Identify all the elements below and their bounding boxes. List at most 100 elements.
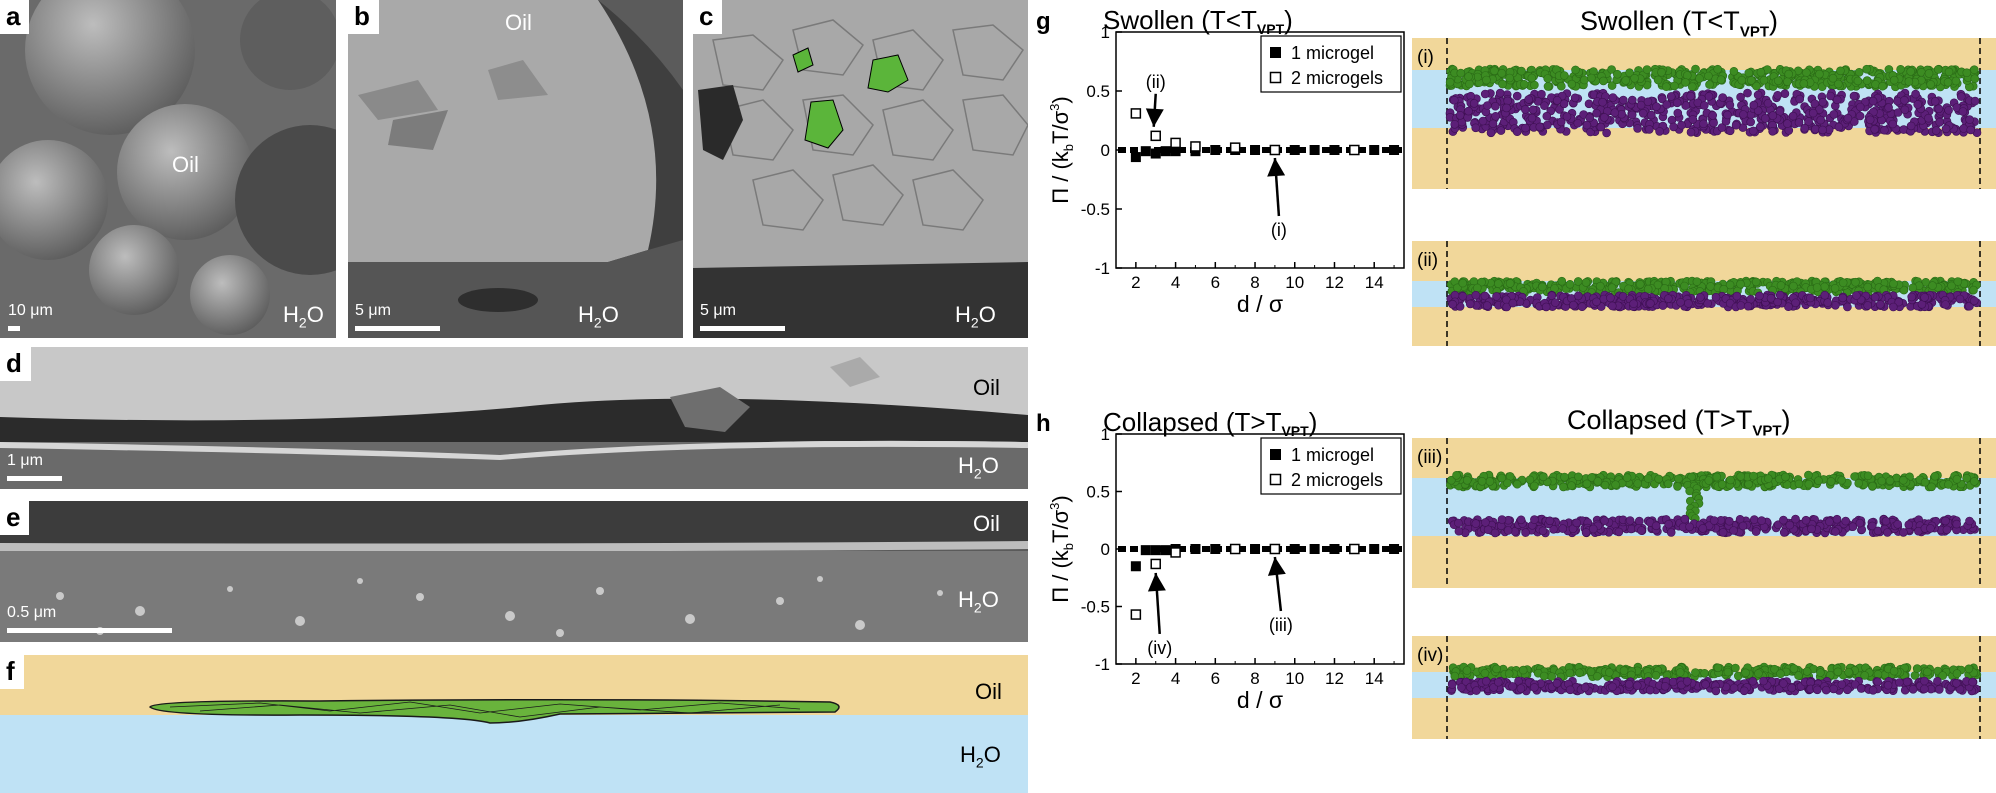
panel-a-micrograph [0, 0, 336, 338]
panel-d-sem-image: d Oil H2O 1 μm [0, 347, 1028, 489]
chart-g-ytick-label: 1 [1101, 23, 1110, 42]
panel-d-micrograph [0, 347, 1028, 489]
chart-h-point-1-microgel [1140, 545, 1151, 556]
chart-h-point-2-microgels [1269, 543, 1281, 555]
panel-b-micrograph [348, 0, 683, 338]
sim-top-title: Swollen (T<TVPT) [1580, 6, 1778, 41]
chart-h-xtick-label: 14 [1365, 669, 1384, 688]
chart-h-ylabel: Π / (kbT/σ3) [1047, 495, 1076, 603]
chart-g-xtick-label: 2 [1131, 273, 1140, 292]
chart-g-annotation-label: (i) [1271, 220, 1287, 240]
panel-b-oil-text: Oil [505, 10, 532, 35]
chart-h-xtick-label: 6 [1211, 669, 1220, 688]
chart-h-point-1-microgel [1289, 544, 1300, 554]
chart-h-legend-label-1: 1 microgel [1291, 445, 1374, 465]
chart-g-point-1-microgel [1140, 146, 1151, 157]
chart-h-point-1-microgel [1130, 561, 1141, 572]
panel-b-scalebar [355, 326, 440, 331]
panel-d-label: d [0, 347, 31, 381]
chart-h-xtick-label: 2 [1131, 669, 1140, 688]
chart-g-xtick-label: 6 [1211, 273, 1220, 292]
chart-g-point-1-microgel [1250, 145, 1261, 155]
chart-h-point-2-microgels [1349, 543, 1360, 555]
sim-iii-label: (iii) [1417, 447, 1442, 468]
chart-g-point-2-microgels [1150, 130, 1161, 142]
sim-iv-purple-microgel [1447, 676, 1981, 696]
chart-g-point-1-microgel [1369, 145, 1380, 155]
chart-g-point-2-microgels [1349, 144, 1360, 156]
chart-g-point-1-microgel [1210, 145, 1221, 155]
chart-g-ytick-label: -1 [1095, 259, 1110, 278]
panel-f-water-text: H2O [960, 742, 1001, 771]
sim-i-green-microgel [1445, 64, 1980, 92]
chart-h-point-1-microgel [1369, 544, 1380, 554]
chart-g-point-2-microgels [1170, 137, 1181, 149]
sim-iv-green-microgel [1448, 662, 1982, 682]
panel-b-sem-image: b Oil H2O 5 μm [348, 0, 683, 338]
sim-ii-label: (ii) [1417, 250, 1438, 271]
chart-g-point-1-microgel [1160, 146, 1171, 157]
chart-g-point-2-microgels [1269, 144, 1281, 156]
chart-h-point-1-microgel [1309, 544, 1320, 554]
panel-d-oil-text: Oil [973, 375, 1000, 400]
sim-bottom-title: Collapsed (T>TVPT) [1567, 405, 1791, 440]
chart-h-annotation-label: (iii) [1269, 615, 1293, 635]
chart-g-point-1-microgel [1389, 145, 1400, 155]
chart-g-point-2-microgels [1130, 108, 1142, 119]
panel-f-drawing [0, 655, 1028, 793]
panel-f-oil-text: Oil [975, 679, 1002, 704]
chart-h-panel-label: h [1036, 410, 1051, 437]
chart-g-point-2-microgels [1190, 141, 1201, 152]
chart-h-point-1-microgel [1190, 544, 1201, 554]
chart-h-point-2-microgels [1150, 558, 1161, 570]
sim-snapshot-ii: (ii) [1412, 241, 1996, 346]
chart-g-annotation-arrowhead [1145, 108, 1164, 127]
chart-h-point-2-microgels [1170, 547, 1181, 558]
chart-g-xtick-label: 14 [1365, 273, 1384, 292]
chart-h-point-1-microgel [1389, 544, 1400, 554]
panel-b-water-text: H2O [578, 302, 619, 331]
panel-c-water-text: H2O [955, 302, 996, 331]
sim-i-purple-microgel [1445, 88, 1982, 138]
panel-e-oil-text: Oil [973, 511, 1000, 536]
chart-h-point-1-microgel [1250, 544, 1261, 554]
chart-g-legend-marker-2 [1269, 71, 1282, 84]
chart-h-point-1-microgel [1150, 545, 1161, 556]
chart-h-point-2-microgels [1229, 543, 1241, 555]
panel-a-sem-image: a Oil H2O 10 μm [0, 0, 336, 338]
chart-g-point-2-microgels [1229, 142, 1241, 153]
chart-g-point-1-microgel [1289, 145, 1300, 155]
chart-g-point-1-microgel [1150, 148, 1161, 159]
chart-h-ytick-label: 0 [1101, 540, 1110, 559]
panel-f-schematic: f Oil H2O [0, 655, 1028, 793]
chart-g-ytick-label: -0.5 [1081, 200, 1110, 219]
chart-g-legend-label-1: 1 microgel [1291, 43, 1374, 63]
chart-g-xtick-label: 12 [1325, 273, 1344, 292]
chart-g-xtick-label: 4 [1171, 273, 1180, 292]
chart-h-legend-marker-2 [1269, 473, 1282, 486]
panel-c-label: c [693, 0, 723, 34]
panel-c-scale-label: 5 μm [700, 302, 736, 319]
chart-h-legend-label-2: 2 microgels [1291, 470, 1383, 490]
chart-g-xtick-label: 10 [1285, 273, 1304, 292]
panel-c-sem-image: c H2O 5 μm [693, 0, 1028, 338]
panel-c-scalebar [700, 326, 785, 331]
chart-h-annotation-arrowhead [1267, 557, 1286, 576]
chart-h-annotation-arrowhead [1147, 572, 1166, 592]
chart-h-ytick-label: 0.5 [1086, 483, 1110, 502]
chart-g-legend-marker-1 [1270, 47, 1281, 58]
chart-g-annotation-label: (ii) [1146, 72, 1166, 92]
chart-g-point-1-microgel [1309, 145, 1320, 155]
chart-g-xlabel: d / σ [1237, 291, 1283, 317]
chart-g-xtick-label: 8 [1250, 273, 1259, 292]
chart-h-title: Collapsed (T>TVPT) [1103, 407, 1317, 439]
chart-h-annotation-label: (iv) [1147, 638, 1172, 658]
panel-b-scale-label: 5 μm [355, 302, 391, 319]
chart-h-xtick-label: 4 [1171, 669, 1180, 688]
chart-g-title: Swollen (T<TVPT) [1103, 5, 1293, 37]
chart-h-legend-marker-1 [1270, 449, 1281, 460]
chart-g-point-1-microgel [1329, 145, 1340, 155]
panel-b-label: b [348, 0, 379, 34]
chart-h-ytick-label: 1 [1101, 425, 1110, 444]
